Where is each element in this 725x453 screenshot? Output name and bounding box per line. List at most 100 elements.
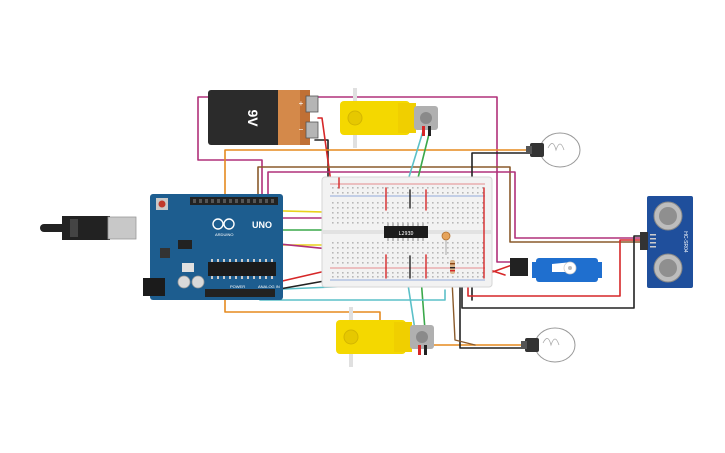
breadboard-hole [427, 187, 429, 189]
resistor[interactable] [450, 260, 455, 274]
breadboard-hole [482, 272, 484, 274]
breadboard-hole [417, 272, 419, 274]
breadboard-hole [462, 262, 464, 264]
breadboard-hole [402, 242, 404, 244]
breadboard-hole [362, 202, 364, 204]
breadboard-hole [472, 207, 474, 209]
breadboard-hole [362, 187, 364, 189]
breadboard-hole [432, 212, 434, 214]
breadboard-hole [377, 276, 379, 278]
wire-black-battery[interactable] [314, 139, 329, 191]
breadboard-hole [437, 262, 439, 264]
breadboard-hole [462, 242, 464, 244]
breadboard-hole [337, 222, 339, 224]
breadboard-hole [382, 202, 384, 204]
breadboard-hole [382, 247, 384, 249]
breadboard-hole [382, 257, 384, 259]
breadboard-hole [467, 262, 469, 264]
breadboard-hole [432, 242, 434, 244]
breadboard-hole [357, 192, 359, 194]
battery-label: 9V [245, 109, 261, 127]
breadboard-hole [362, 247, 364, 249]
breadboard-hole [372, 242, 374, 244]
breadboard-hole [427, 207, 429, 209]
breadboard-hole [432, 272, 434, 274]
wire-cyan-2[interactable] [259, 289, 446, 301]
wire-magenta-sensor[interactable] [267, 171, 641, 239]
breadboard-hole [352, 276, 354, 278]
breadboard-hole [377, 262, 379, 264]
breadboard-hole [352, 257, 354, 259]
breadboard-hole [332, 262, 334, 264]
breadboard-hole [377, 207, 379, 209]
wire-magenta-battery-top[interactable] [299, 96, 513, 263]
breadboard-hole [402, 252, 404, 254]
breadboard-hole [437, 202, 439, 204]
breadboard-hole [462, 212, 464, 214]
servo-motor[interactable] [510, 258, 602, 282]
breadboard-hole [477, 276, 479, 278]
arduino-uno-board[interactable]: UNO ARDUINO POWER ANALOG IN [40, 194, 283, 300]
breadboard-hole [447, 207, 449, 209]
breadboard-hole [357, 207, 359, 209]
ultrasonic-sensor[interactable]: HC-SR04 [640, 196, 693, 288]
wires-overlay [338, 177, 485, 279]
breadboard-hole [477, 212, 479, 214]
breadboard-hole [447, 242, 449, 244]
breadboard-hole [477, 247, 479, 249]
breadboard-hole [427, 212, 429, 214]
dc-motor-bottom[interactable] [336, 307, 434, 367]
wire-magenta-battery-left[interactable] [197, 96, 263, 201]
breadboard-hole [457, 192, 459, 194]
breadboard-hole [447, 192, 449, 194]
breadboard-hole [377, 202, 379, 204]
breadboard-hole [382, 212, 384, 214]
light-bulb-bottom[interactable] [521, 327, 576, 363]
wire-brown-lamp-bot[interactable] [451, 279, 476, 346]
breadboard-hole [332, 187, 334, 189]
wire-red-battery[interactable] [317, 117, 333, 191]
breadboard-hole [427, 252, 429, 254]
wire-black-lamp-bot[interactable] [459, 285, 526, 349]
breadboard-hole [472, 242, 474, 244]
breadboard-hole [352, 187, 354, 189]
breadboard-hole [387, 252, 389, 254]
wire-red-sensor[interactable] [467, 239, 641, 297]
breadboard-hole [477, 207, 479, 209]
breadboard-hole [372, 187, 374, 189]
breadboard-hole [412, 217, 414, 219]
l293d-driver-chip[interactable]: L293D [384, 223, 428, 241]
breadboard-hole [387, 202, 389, 204]
wire-black-sensor[interactable] [461, 235, 641, 309]
battery-9v[interactable]: 9V + − [208, 90, 319, 145]
breadboard-hole [442, 242, 444, 244]
breadboard-hole [462, 257, 464, 259]
dc-motor-top[interactable] [340, 88, 438, 148]
breadboard-hole [352, 192, 354, 194]
breadboard-hole [477, 252, 479, 254]
breadboard-hole [412, 202, 414, 204]
breadboard-hole [402, 212, 404, 214]
breadboard-hole [452, 207, 454, 209]
breadboard-hole [477, 202, 479, 204]
breadboard-hole [382, 262, 384, 264]
chip-label: L293D [398, 231, 413, 237]
reset-button[interactable] [158, 200, 166, 208]
breadboard-hole [442, 247, 444, 249]
breadboard-hole [437, 192, 439, 194]
breadboard-hole [352, 247, 354, 249]
breadboard-hole [467, 252, 469, 254]
breadboard-hole [412, 272, 414, 274]
breadboard-hole [477, 187, 479, 189]
light-bulb-top[interactable] [526, 132, 581, 168]
breadboard-hole [332, 242, 334, 244]
breadboard-hole [462, 247, 464, 249]
breadboard-hole [442, 257, 444, 259]
breadboard-hole [402, 217, 404, 219]
photoresistor[interactable] [441, 231, 451, 255]
wire-brown-sensor[interactable] [257, 166, 641, 243]
breadboard-hole [467, 247, 469, 249]
breadboard-hole [397, 257, 399, 259]
breadboard-hole [442, 222, 444, 224]
breadboard-hole [377, 187, 379, 189]
